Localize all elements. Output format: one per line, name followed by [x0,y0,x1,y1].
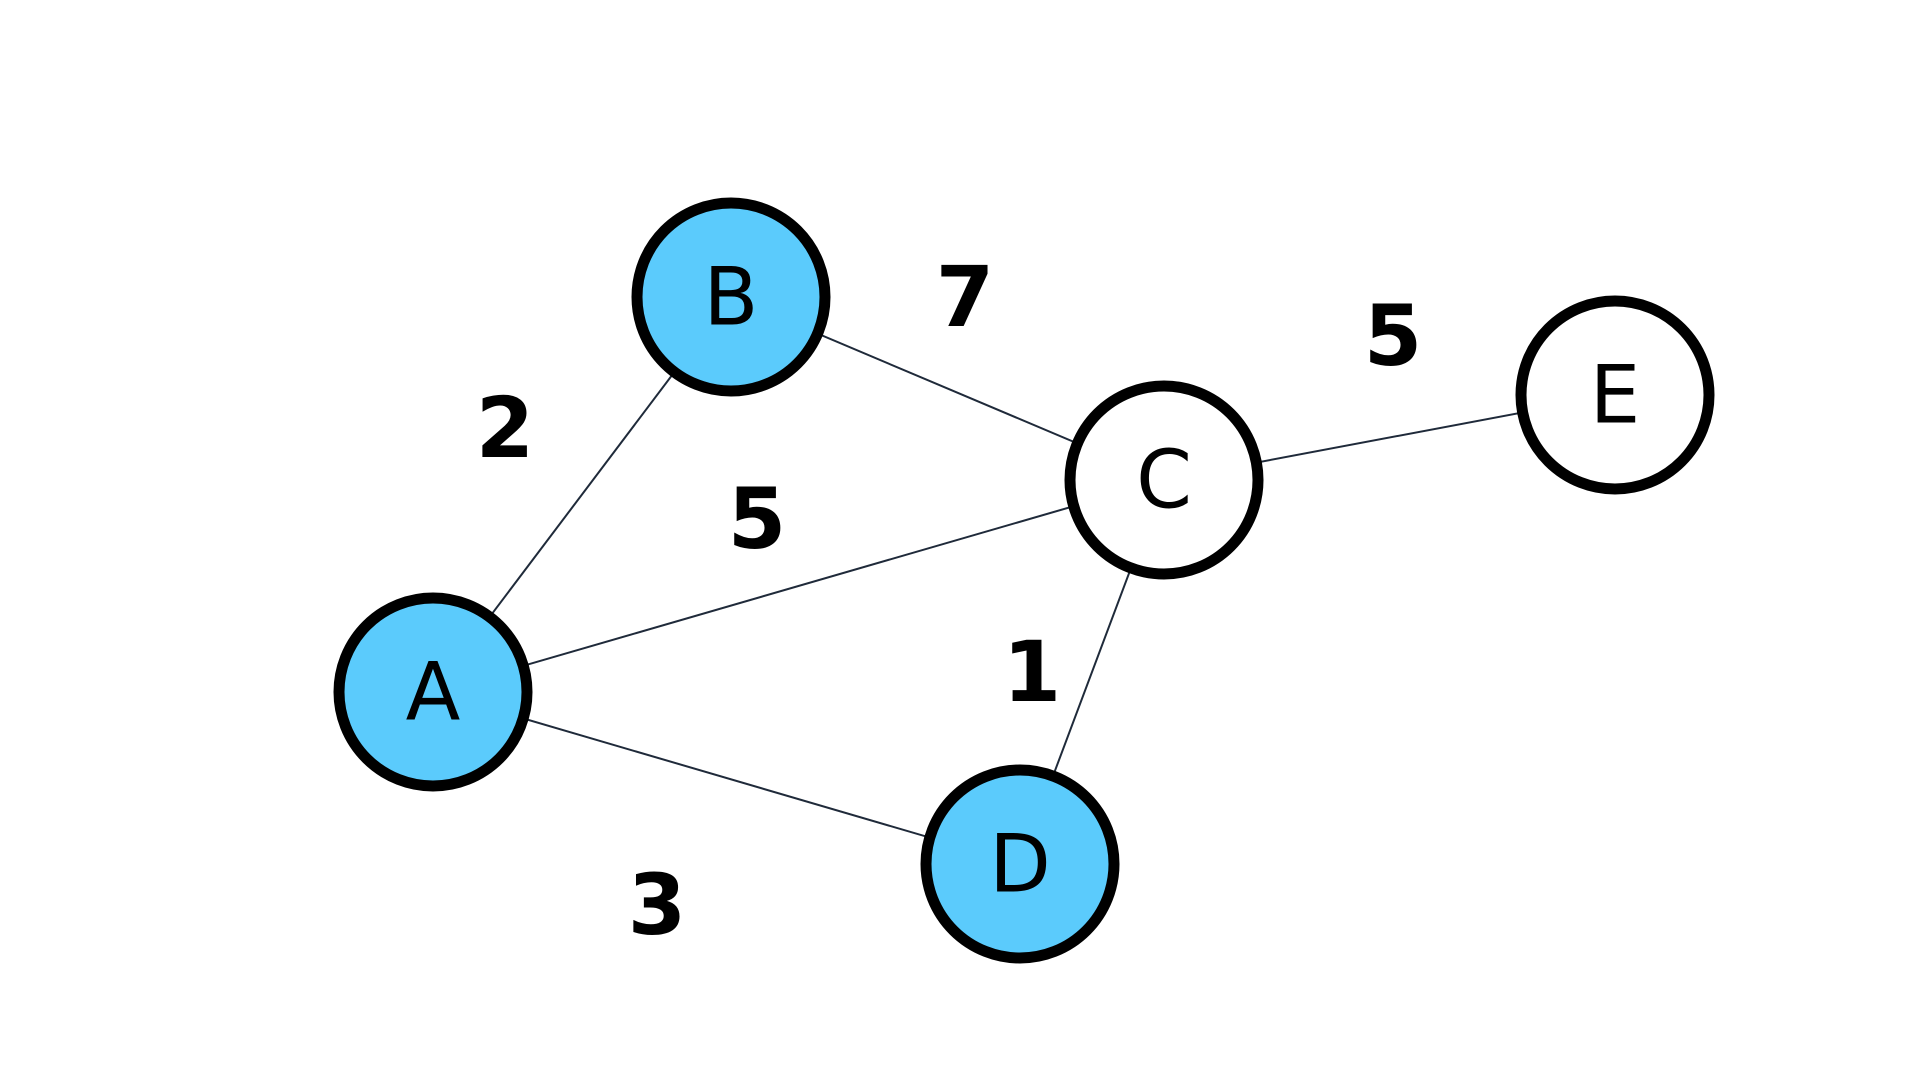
node-label-d: D [989,818,1051,911]
node-circle-c [1064,380,1264,580]
node-label-e: E [1590,349,1641,442]
node-circle-b [631,197,831,397]
node-label-a: A [406,646,461,739]
edge-a-d [432,691,1021,865]
edge-weight-a-b: 2 [476,379,534,477]
node-c: C [1064,380,1264,580]
node-b: B [631,197,831,397]
node-label-c: C [1136,434,1192,527]
edge-weight-a-c: 5 [728,470,786,568]
node-circle-a [333,592,533,792]
node-e: E [1515,295,1715,495]
edge-a-c [432,479,1165,693]
edge-weight-a-d: 3 [628,856,686,954]
edge-weights-layer: 2 7 5 5 1 3 [476,248,1422,954]
nodes-layer: A B C D E [333,197,1715,964]
node-d: D [920,764,1120,964]
node-a: A [333,592,533,792]
edge-weight-b-c: 7 [936,248,994,346]
node-circle-d [920,764,1120,964]
edge-weight-c-e: 5 [1364,287,1422,385]
node-circle-e [1515,295,1715,495]
edge-weight-c-d: 1 [1003,623,1061,721]
node-label-b: B [704,251,759,344]
